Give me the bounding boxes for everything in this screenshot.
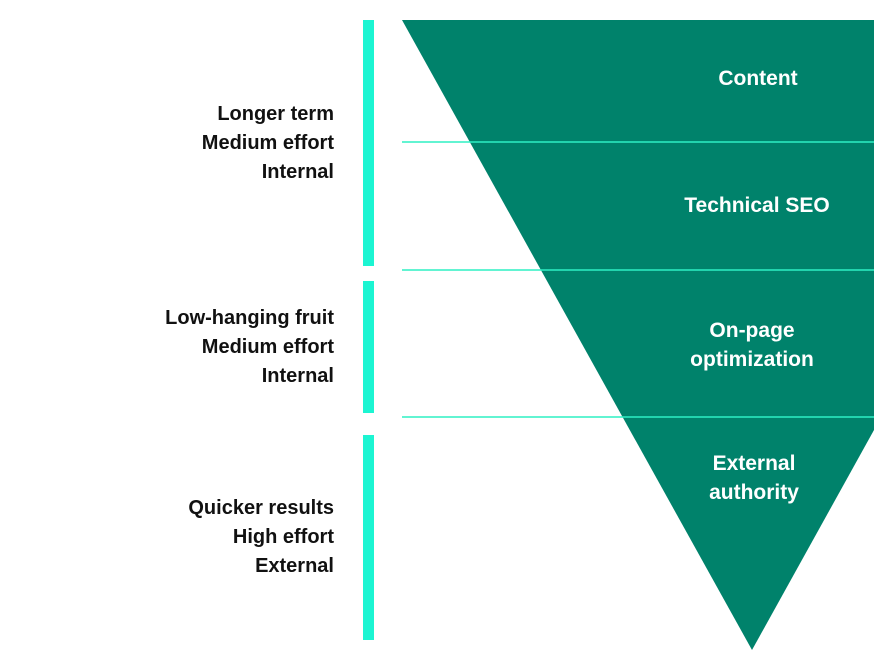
side-label-group-2: Low-hanging fruit Medium effort Internal [165, 304, 334, 391]
bracket-bar-middle [363, 281, 374, 413]
side-label-group-1: Longer term Medium effort Internal [202, 100, 334, 187]
side-label-line: Medium effort [201, 132, 334, 154]
layer-label-content: Content [718, 64, 797, 93]
side-label-line: Internal [261, 365, 334, 387]
layer-label-line: authority [709, 481, 799, 504]
layer-label-technical-seo: Technical SEO [684, 191, 830, 220]
bracket-bar-bottom [363, 435, 374, 640]
side-label-line: Low-hanging fruit [165, 307, 334, 329]
layer-label-line: Technical SEO [684, 194, 830, 217]
layer-label-line: Content [718, 67, 798, 90]
side-label-line: Longer term [217, 103, 334, 125]
side-label-group-3: Quicker results High effort External [188, 494, 334, 581]
side-label-line: External [255, 555, 334, 577]
side-label-line: Medium effort [201, 336, 334, 358]
layer-label-on-page-optimization: On-page optimization [690, 316, 814, 374]
bracket-bar-top [363, 20, 374, 266]
layer-label-external-authority: External authority [709, 449, 799, 507]
side-label-line: Internal [261, 161, 334, 183]
layer-label-line: optimization [690, 348, 814, 371]
layer-label-line: On-page [709, 319, 795, 342]
side-label-line: Quicker results [188, 497, 334, 519]
funnel-triangle [402, 20, 874, 650]
layer-label-line: External [712, 452, 796, 475]
side-label-line: High effort [232, 526, 334, 548]
